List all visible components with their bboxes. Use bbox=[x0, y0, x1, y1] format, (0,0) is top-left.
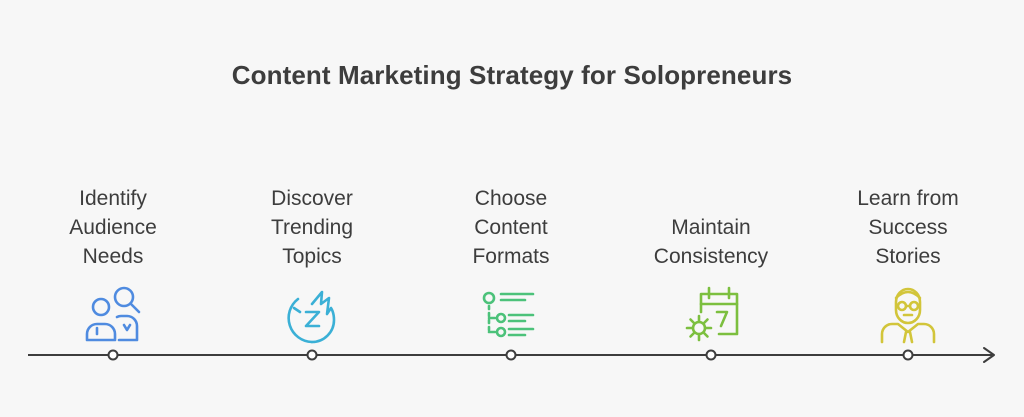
step-label-line: Learn from bbox=[857, 187, 959, 210]
trending-z-icon bbox=[287, 290, 336, 344]
calendar-gear-icon bbox=[685, 286, 739, 342]
step-label-line: Formats bbox=[472, 245, 550, 268]
timeline-arrowhead bbox=[983, 347, 995, 363]
step-label-identify-audience-needs: Identify Audience Needs bbox=[33, 184, 193, 271]
step-label-line: Discover bbox=[271, 187, 353, 210]
timeline-node bbox=[902, 349, 914, 361]
format-list-icon bbox=[482, 291, 535, 338]
step-label-line: Topics bbox=[282, 245, 342, 268]
step-label-line: Consistency bbox=[653, 245, 769, 268]
step-label-line: Audience bbox=[69, 216, 157, 239]
step-label-choose-content-formats: Choose Content Formats bbox=[431, 184, 591, 271]
step-label-line: Choose bbox=[474, 187, 548, 210]
step-label-maintain-consistency: Maintain Consistency bbox=[631, 213, 791, 271]
step-label-line: Success bbox=[868, 216, 948, 239]
step-label-line: Maintain bbox=[671, 216, 751, 239]
diagram-title: Content Marketing Strategy for Soloprene… bbox=[231, 60, 793, 90]
step-label-discover-trending-topics: Discover Trending Topics bbox=[232, 184, 392, 271]
timeline-node bbox=[505, 349, 517, 361]
mentor-person-icon bbox=[880, 287, 936, 344]
timeline-node bbox=[705, 349, 717, 361]
timeline-node bbox=[107, 349, 119, 361]
audience-search-icon bbox=[85, 286, 141, 342]
step-label-learn-from-success-stories: Learn from Success Stories bbox=[828, 184, 988, 271]
timeline-node bbox=[306, 349, 318, 361]
timeline bbox=[28, 347, 995, 363]
step-label-line: Stories bbox=[875, 245, 941, 268]
step-label-line: Content bbox=[474, 216, 548, 239]
step-label-line: Identify bbox=[79, 187, 147, 210]
step-label-line: Needs bbox=[82, 245, 144, 268]
step-label-line: Trending bbox=[270, 216, 354, 239]
